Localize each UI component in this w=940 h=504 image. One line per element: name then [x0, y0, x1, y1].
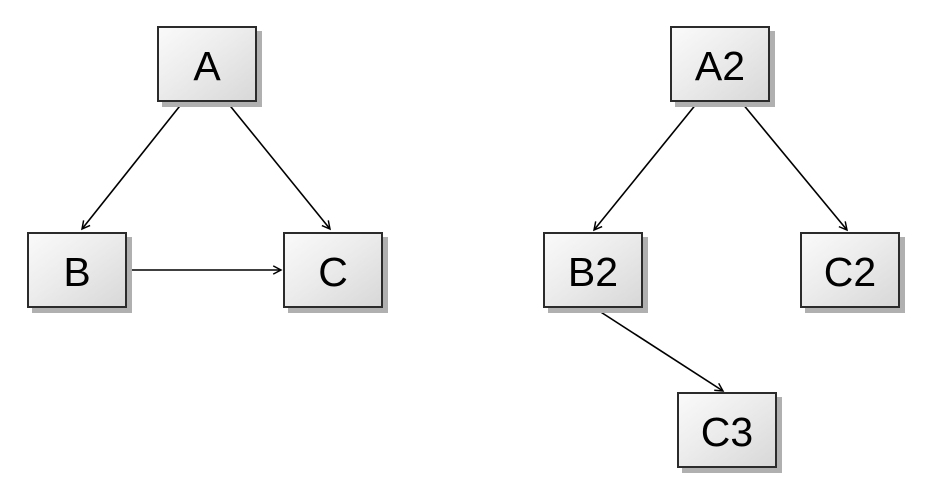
node-B2[interactable]: B2 — [543, 232, 643, 308]
node-C-label: C — [318, 248, 348, 295]
node-C2-label: C2 — [823, 248, 877, 295]
node-B[interactable]: B — [27, 232, 127, 308]
edge-A-to-C[interactable] — [226, 101, 331, 231]
node-C2[interactable]: C2 — [800, 232, 900, 308]
node-A2-label: A2 — [694, 42, 746, 89]
node-A2[interactable]: A2 — [670, 26, 770, 102]
edge-B2-to-C3[interactable] — [592, 306, 725, 392]
node-C3-label: C3 — [700, 408, 754, 455]
node-C[interactable]: C — [283, 232, 383, 308]
node-B2-label: B2 — [567, 248, 619, 295]
edge-A-to-B[interactable] — [81, 101, 184, 231]
node-B-label: B — [63, 248, 91, 295]
edge-A2-to-C2[interactable] — [741, 102, 848, 232]
node-C3[interactable]: C3 — [677, 392, 777, 468]
edge-A2-to-B2[interactable] — [593, 102, 698, 232]
node-A-label: A — [193, 42, 221, 89]
node-A[interactable]: A — [157, 26, 257, 102]
